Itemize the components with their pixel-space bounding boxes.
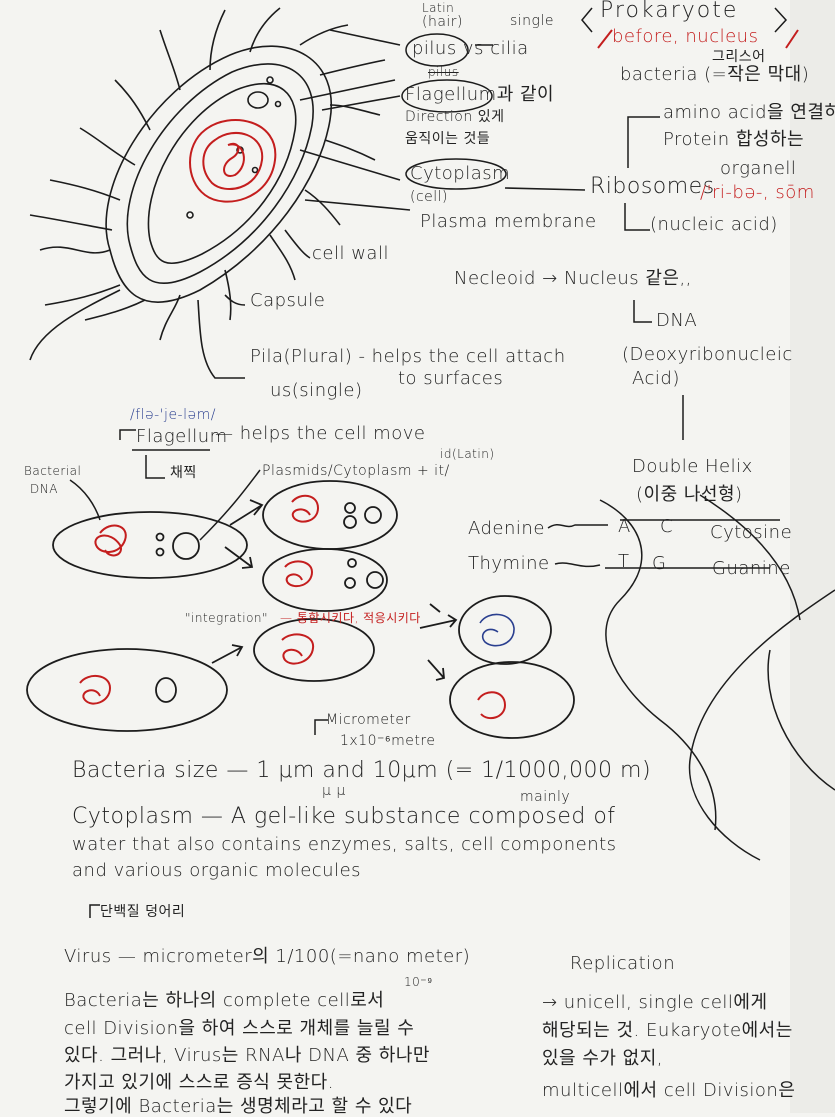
protein-lump-label: 단백질 덩어리: [100, 905, 185, 919]
pilus-vs-cilia: pilus vs cilia: [412, 40, 529, 58]
cell-division-line: cell Division을 하여 스스로 개체를 늘릴 수: [64, 1020, 414, 1038]
dna-label: DNA: [656, 312, 697, 330]
cytoplasm-definition-1: Cytoplasm — A gel-like substance compose…: [72, 806, 616, 828]
guanine-label: Guanine: [712, 560, 791, 578]
cannot-multiply-line: 가지고 있기에 스스로 증식 못한다.: [64, 1074, 334, 1092]
multicell-line: multicell에서 cell Division은: [542, 1082, 795, 1100]
thymine-label: Thymine: [468, 555, 550, 573]
mainly-label: mainly: [520, 790, 570, 804]
bacterial-dna-2: DNA: [30, 483, 58, 495]
cytosine-label: Cytosine: [710, 524, 792, 542]
applies-line: 해당되는 것. Eukaryote에서는: [542, 1022, 793, 1040]
base-g: G: [652, 555, 666, 573]
bacteria-complete-line: Bacteria는 하나의 complete cell로서: [64, 992, 384, 1010]
amino-acid-label: amino acid을 연결하: [663, 104, 835, 122]
capsule-label: Capsule: [250, 292, 325, 310]
pilus-struck: pilus: [428, 66, 459, 78]
cannot-line: 있을 수가 없지,: [542, 1050, 663, 1068]
prokaryote-title: Prokaryote: [600, 0, 738, 22]
cell-paren: (cell): [410, 190, 448, 204]
base-a: A: [618, 518, 631, 536]
base-t: T: [618, 553, 630, 571]
single-label: single: [510, 14, 554, 28]
protein-label: Protein 합성하는: [663, 131, 804, 149]
bacteria-size: Bacteria size — 1 μm and 10μm (= 1/1000,…: [72, 760, 651, 782]
hair-label: (hair): [422, 15, 463, 29]
replication-label: Replication: [570, 955, 675, 973]
cytoplasm-definition-2: water that also contains enzymes, salts,…: [72, 836, 617, 854]
ribosomes-label: Ribosomes: [590, 176, 715, 198]
cytoplasm-label: Cytoplasm: [410, 165, 510, 183]
bacterial-dna-1: Bacterial: [24, 465, 81, 477]
base-c: C: [660, 518, 673, 536]
plasmids-label: Plasmids/Cytoplasm + it/: [262, 464, 450, 478]
us-single-label: us(single): [270, 382, 363, 400]
virus-size: Virus — micrometer의 1/100(=nano meter): [64, 948, 470, 966]
helps-move-label: — helps the cell move: [215, 425, 425, 443]
before-nucleus: before, nucleus: [612, 28, 758, 46]
mu-symbols: μ μ: [322, 784, 346, 798]
double-helix-korean: (이중 나선형): [636, 486, 743, 504]
integration-korean: — 통합시키다, 적응시키다: [280, 612, 421, 624]
nucleic-acid-label: (nucleic acid): [650, 216, 778, 234]
dna-full-2: Acid): [632, 370, 680, 388]
adenine-label: Adenine: [468, 520, 545, 538]
to-surfaces-label: to surfaces: [398, 370, 503, 388]
bacteria-meaning: bacteria (=작은 막대): [620, 66, 809, 84]
dna-full-1: (Deoxyribonucleic: [622, 346, 793, 364]
unicell-line: → unicell, single cell에게: [542, 994, 768, 1012]
therefore-line: 그렇기에 Bacteria는 생명체라고 할 수 있다: [64, 1098, 412, 1116]
double-helix-label: Double Helix: [632, 458, 753, 476]
micrometer-label: Micrometer: [326, 713, 411, 727]
cytoplasm-definition-3: and various organic molecules: [72, 862, 361, 880]
integration-label: "integration": [185, 612, 268, 624]
flagellum-pronunciation: /flə-'je-ləm/: [130, 408, 216, 422]
whip-label: 채찍: [170, 466, 197, 480]
id-latin-label: id(Latin): [440, 448, 495, 460]
ten-minus-nine: 10⁻⁹: [404, 976, 433, 988]
ribosomes-pronunciation: /'ri-bə-, sōm: [700, 184, 815, 202]
flagellum-like: Flagellum과 같이: [405, 86, 554, 104]
pila-label: Pila(Plural) - helps the cell attach: [250, 348, 566, 366]
plasma-membrane-label: Plasma membrane: [420, 213, 597, 231]
flagellum-label: Flagellum: [136, 428, 228, 446]
cell-wall-label: cell wall: [312, 245, 389, 263]
greek-label: 그리스어: [712, 50, 766, 64]
micrometer-value: 1x10⁻⁶metre: [340, 734, 435, 748]
nucleoid-label: Necleoid → Nucleus 같은,,: [454, 270, 692, 288]
moving-label: 움직이는 것들: [405, 132, 490, 146]
latin-label: Latin: [422, 2, 454, 14]
organell-label: organell: [720, 160, 796, 178]
direction-label: Direction 있게: [405, 110, 504, 124]
virus-rna-line: 있다. 그러나, Virus는 RNA나 DNA 중 하나만: [64, 1047, 430, 1065]
